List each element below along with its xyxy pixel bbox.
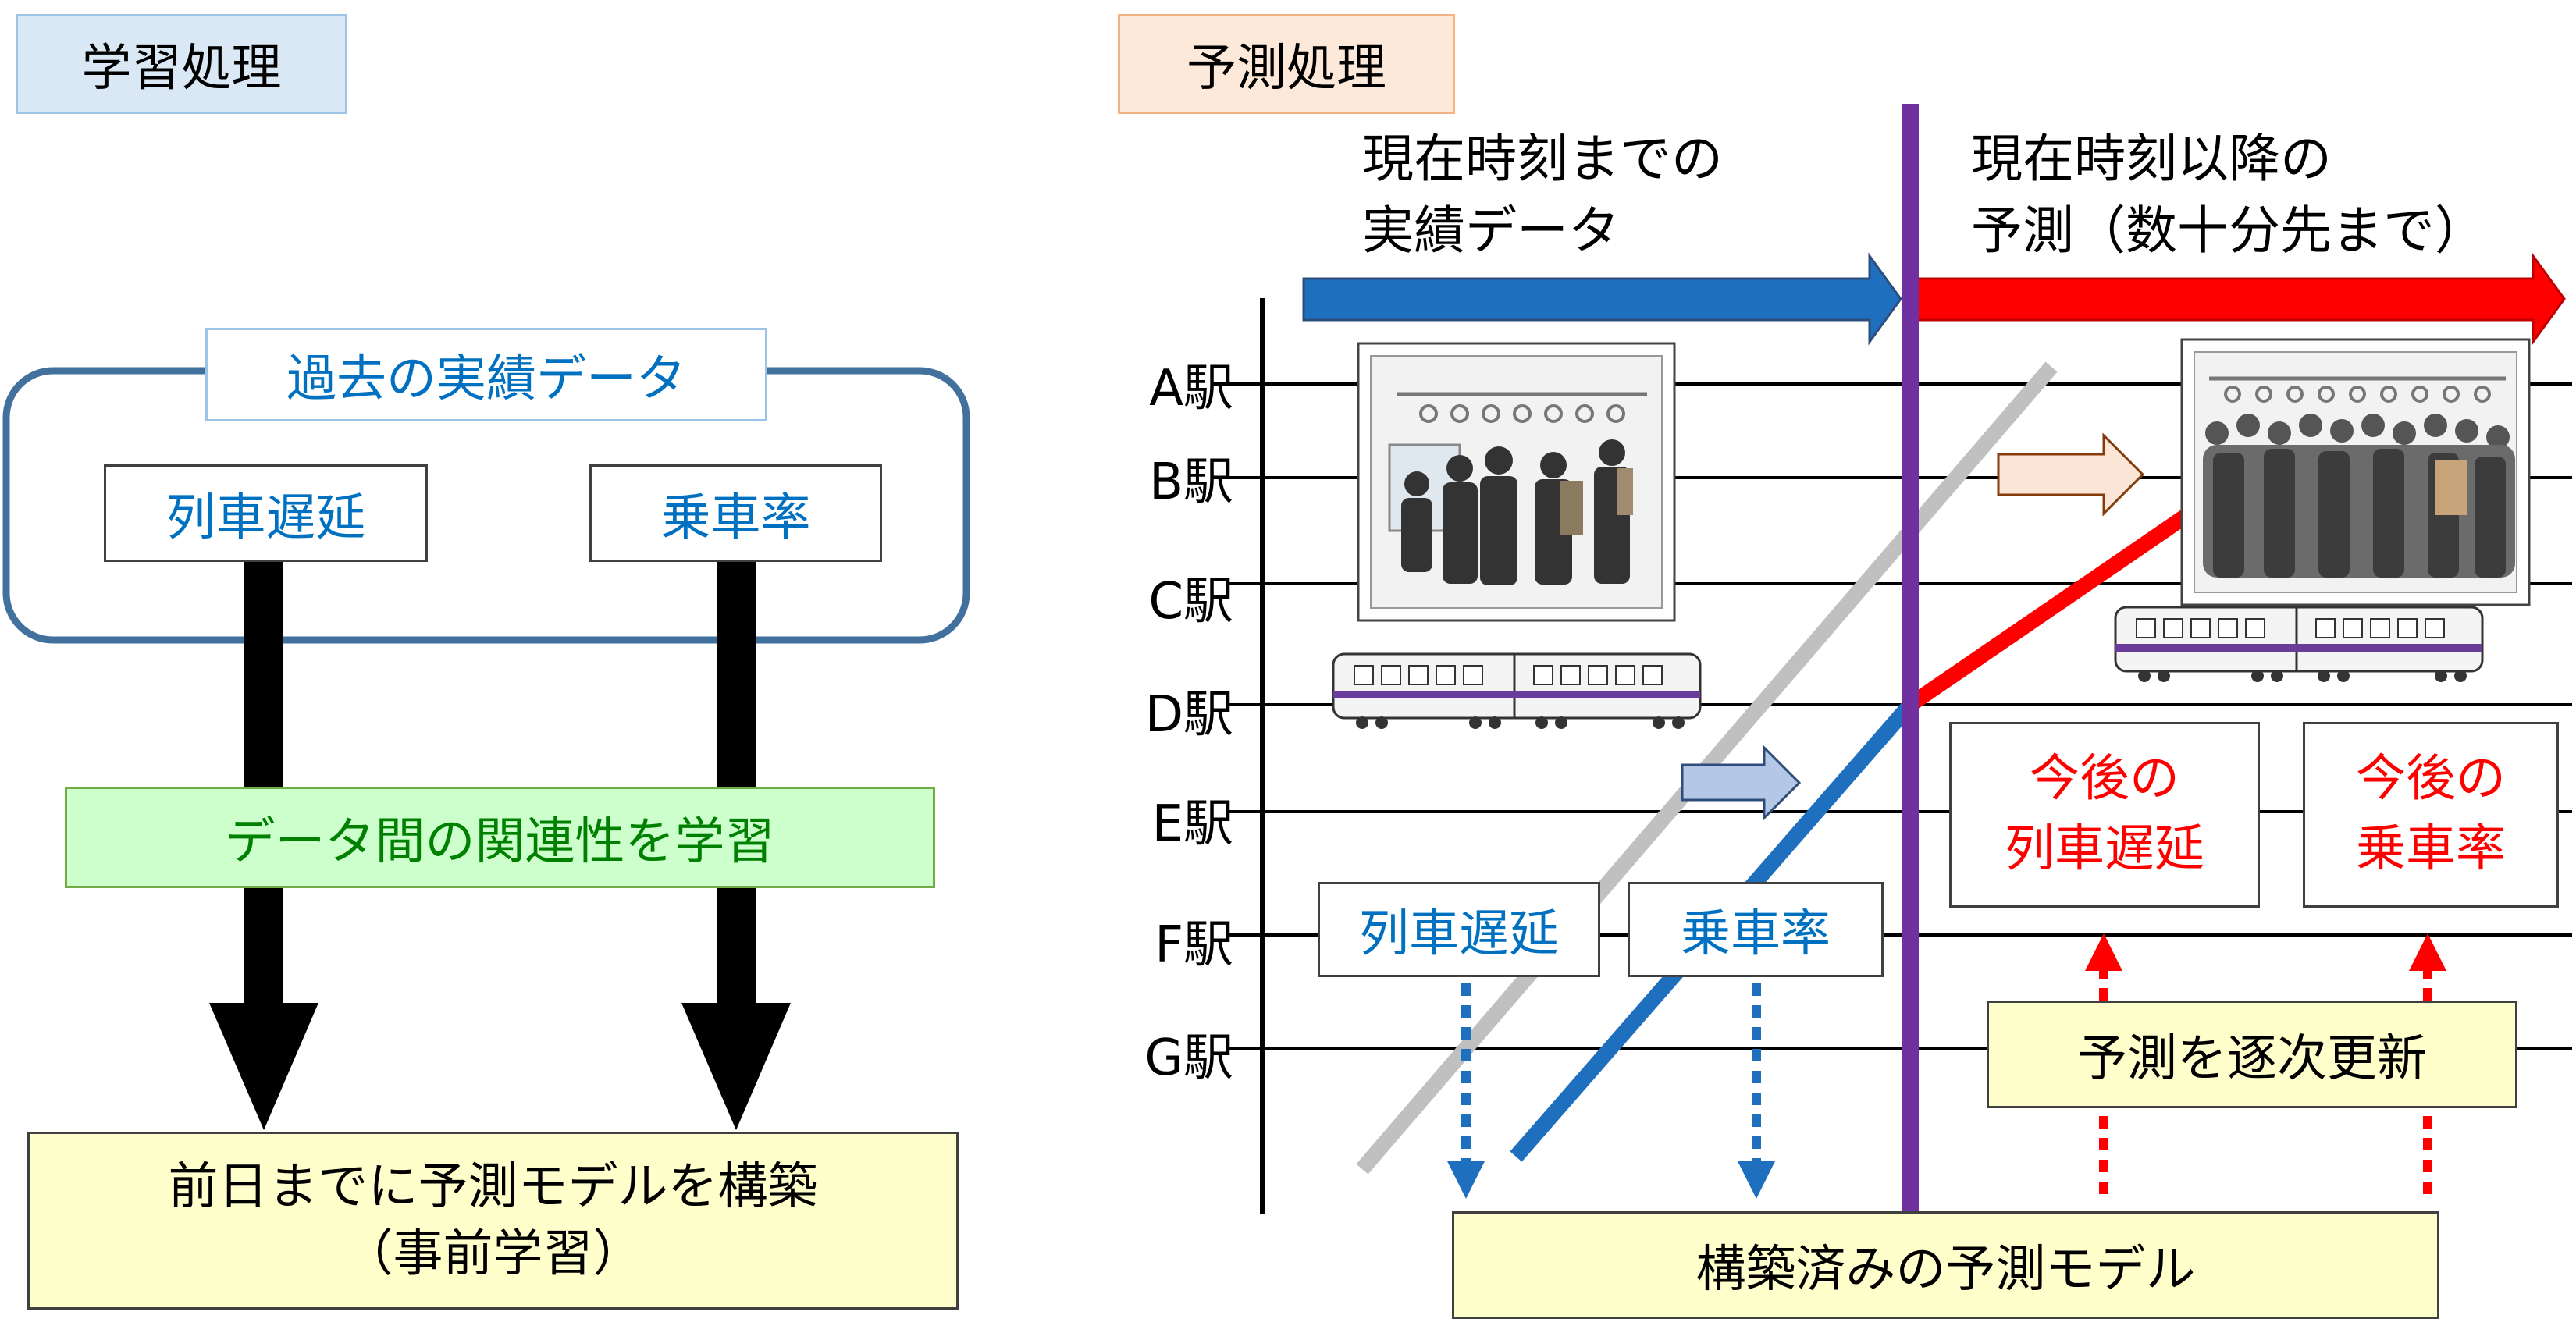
station-label-a: A駅 [1149, 360, 1233, 418]
future-ride-rate-line2: 乗車率 [2356, 820, 2506, 878]
past-data-arrow [1302, 252, 1902, 346]
future-train-delay-box: 今後の 列車遅延 [1949, 722, 2260, 908]
future-train-delay-line2: 列車遅延 [2005, 820, 2204, 878]
future-ride-rate-box: 今後の 乗車率 [2303, 722, 2559, 908]
future-ride-rate-line1: 今後の [2356, 750, 2506, 809]
station-label-d: D駅 [1144, 686, 1233, 744]
future-train-delay-line1: 今後の [2030, 750, 2179, 809]
heavy-crowd-illustration [2180, 338, 2531, 606]
train-illustration-past [1332, 652, 1702, 729]
past-data-group-title: 過去の実績データ [205, 328, 767, 421]
crowding-change-arrow-past [1681, 745, 1802, 821]
station-label-g: G駅 [1144, 1029, 1233, 1087]
pretrained-model-box: 前日までに予測モデルを構築 （事前学習） [27, 1132, 959, 1310]
pretrained-model-line2: （事前学習） [343, 1225, 643, 1283]
input-train-delay: 列車遅延 [104, 464, 428, 562]
future-prediction-label: 現在時刻以降の 予測（数十分先まで） [1971, 121, 2549, 269]
sequential-update-box: 予測を逐次更新 [1987, 1001, 2517, 1108]
future-prediction-label-line2: 予測（数十分先まで） [1971, 201, 2486, 261]
actual-ride-rate-box: 乗車率 [1628, 882, 1884, 977]
train-illustration-future [2114, 606, 2484, 682]
past-data-label-line2: 実績データ [1362, 201, 1620, 261]
pretrained-model-line1: 前日までに予測モデルを構築 [168, 1157, 818, 1216]
input-ride-rate: 乗車率 [589, 464, 882, 562]
past-data-label: 現在時刻までの 実績データ [1362, 121, 1831, 269]
station-label-f: F駅 [1155, 916, 1233, 974]
station-label-b: B駅 [1149, 453, 1233, 511]
learning-process-title: 学習処理 [16, 14, 347, 114]
built-prediction-model-box: 構築済みの予測モデル [1452, 1211, 2439, 1319]
future-prediction-arrow [1915, 252, 2566, 346]
past-data-label-line1: 現在時刻までの [1362, 128, 1723, 189]
learn-relationship-box: データ間の関連性を学習 [65, 787, 935, 888]
prediction-process-title: 予測処理 [1118, 14, 1455, 114]
future-prediction-label-line1: 現在時刻以降の [1971, 128, 2332, 189]
station-label-c: C駅 [1148, 573, 1233, 631]
station-label-e: E駅 [1151, 795, 1233, 853]
crowding-change-arrow-future [1997, 432, 2145, 517]
actual-train-delay-box: 列車遅延 [1318, 882, 1600, 977]
light-crowd-illustration [1357, 342, 1676, 622]
